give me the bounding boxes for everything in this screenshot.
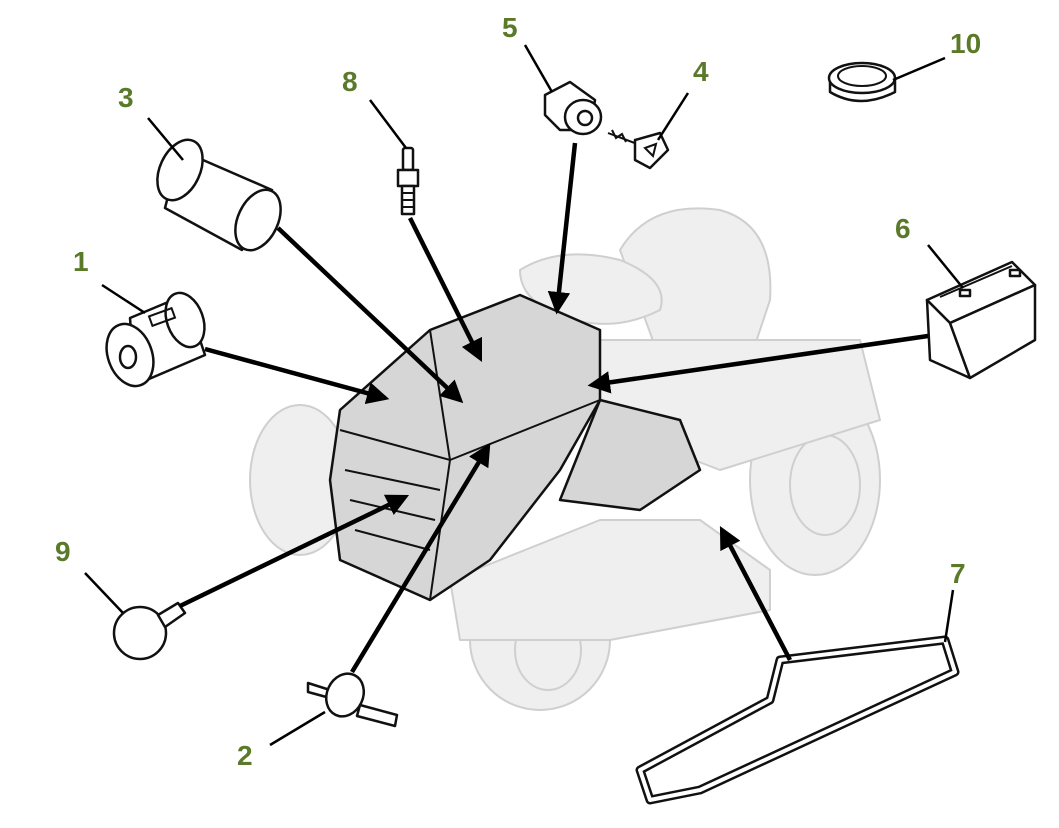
leader-line-8: [369, 99, 407, 149]
callout-1: 1: [73, 246, 89, 277]
leader-line-1: [101, 283, 146, 315]
part-10-cap-icon: [827, 61, 897, 103]
callout-5: 5: [502, 12, 518, 43]
part-4-key-icon: [607, 129, 670, 170]
callout-6: 6: [895, 213, 911, 244]
arrow-2: [350, 443, 491, 674]
callout-3: 3: [118, 82, 134, 113]
part-3-cylinder-icon: [156, 138, 282, 252]
part-9-bulb-icon: [112, 601, 187, 661]
lawn-tractor-outline: [249, 207, 881, 711]
leader-line-10: [892, 56, 946, 82]
callout-7: 7: [950, 558, 966, 589]
leader-line-6: [927, 244, 964, 289]
part-8-spark-plug-icon: [396, 146, 420, 216]
leader-line-7: [943, 589, 955, 643]
leader-line-5: [523, 44, 554, 93]
arrow-7: [719, 526, 792, 662]
arrow-8: [407, 216, 483, 363]
part-6-battery-icon: [925, 260, 1037, 380]
hood: [328, 293, 602, 602]
callout-4: 4: [693, 56, 709, 87]
callout-8: 8: [342, 66, 358, 97]
arrow-5: [547, 142, 578, 315]
part-1-filter-icon: [105, 291, 207, 388]
leader-line-4: [656, 92, 690, 141]
arrow-9: [179, 494, 410, 609]
leader-line-2: [269, 710, 326, 747]
leader-line-9: [84, 572, 124, 614]
leader-line-3: [147, 117, 184, 161]
arrow-3: [276, 226, 464, 404]
part-2-fuel-filter-icon: [306, 672, 399, 728]
callout-10: 10: [950, 28, 982, 59]
callout-9: 9: [55, 536, 71, 567]
callout-2: 2: [237, 740, 253, 771]
part-5-ignition-switch-icon: [543, 80, 603, 136]
part-7-belt-icon: [635, 635, 960, 805]
arrow-1: [204, 346, 390, 405]
arrow-6: [587, 333, 929, 394]
